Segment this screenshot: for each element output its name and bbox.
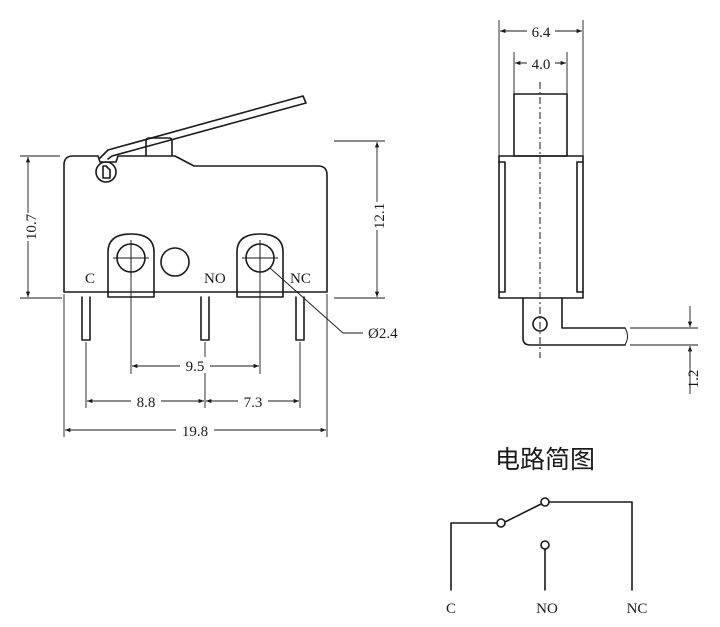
front-view: C NO NC 10.7 12.1 Ø2.4 9.5 [20,95,398,440]
switch-blade [504,503,542,523]
dim-terminal-thickness: 1.2 [686,370,702,389]
dim-overall-height: 10.7 [24,213,40,240]
pin-c [81,296,91,341]
boss-right [236,233,284,298]
actuator-lever [99,95,307,160]
side-body [498,155,584,299]
lever-pivot [95,161,117,183]
contact-no [540,540,550,550]
actuator-button [145,137,173,156]
pin-no [200,296,210,341]
schematic-label-c: C [446,601,456,617]
dim-overall-length: 19.8 [182,424,208,440]
terminal-label-no: NO [204,271,226,287]
center-pin [160,247,190,277]
dim-no-to-nc: 7.3 [244,395,263,411]
wire-c [450,522,498,591]
schematic-label-nc: NC [627,601,648,617]
dim-actuator-width: 4.0 [532,57,551,73]
boss-left [107,233,155,298]
terminal-label-nc: NC [290,271,311,287]
hole-leader [269,267,363,334]
dim-height-with-lever: 12.1 [372,203,388,229]
dim-hole-pitch: 9.5 [186,359,205,375]
housing-body [63,155,328,293]
contact-c [496,518,506,528]
pin-nc [295,296,305,341]
dim-hole-diameter: Ø2.4 [368,326,398,342]
terminal-label-c: C [85,271,95,287]
schematic-title: 电路简图 [495,445,595,474]
circuit-schematic: 电路简图 C NO NC [446,445,647,617]
side-terminal [522,297,626,346]
dim-c-to-no: 8.8 [137,395,156,411]
schematic-label-no: NO [536,601,558,617]
pivot-pin [102,165,111,179]
dim-overall-width: 6.4 [532,25,551,41]
wire-nc [548,501,633,591]
side-view: 6.4 4.0 1.2 [498,20,702,394]
contact-nc [540,497,550,507]
